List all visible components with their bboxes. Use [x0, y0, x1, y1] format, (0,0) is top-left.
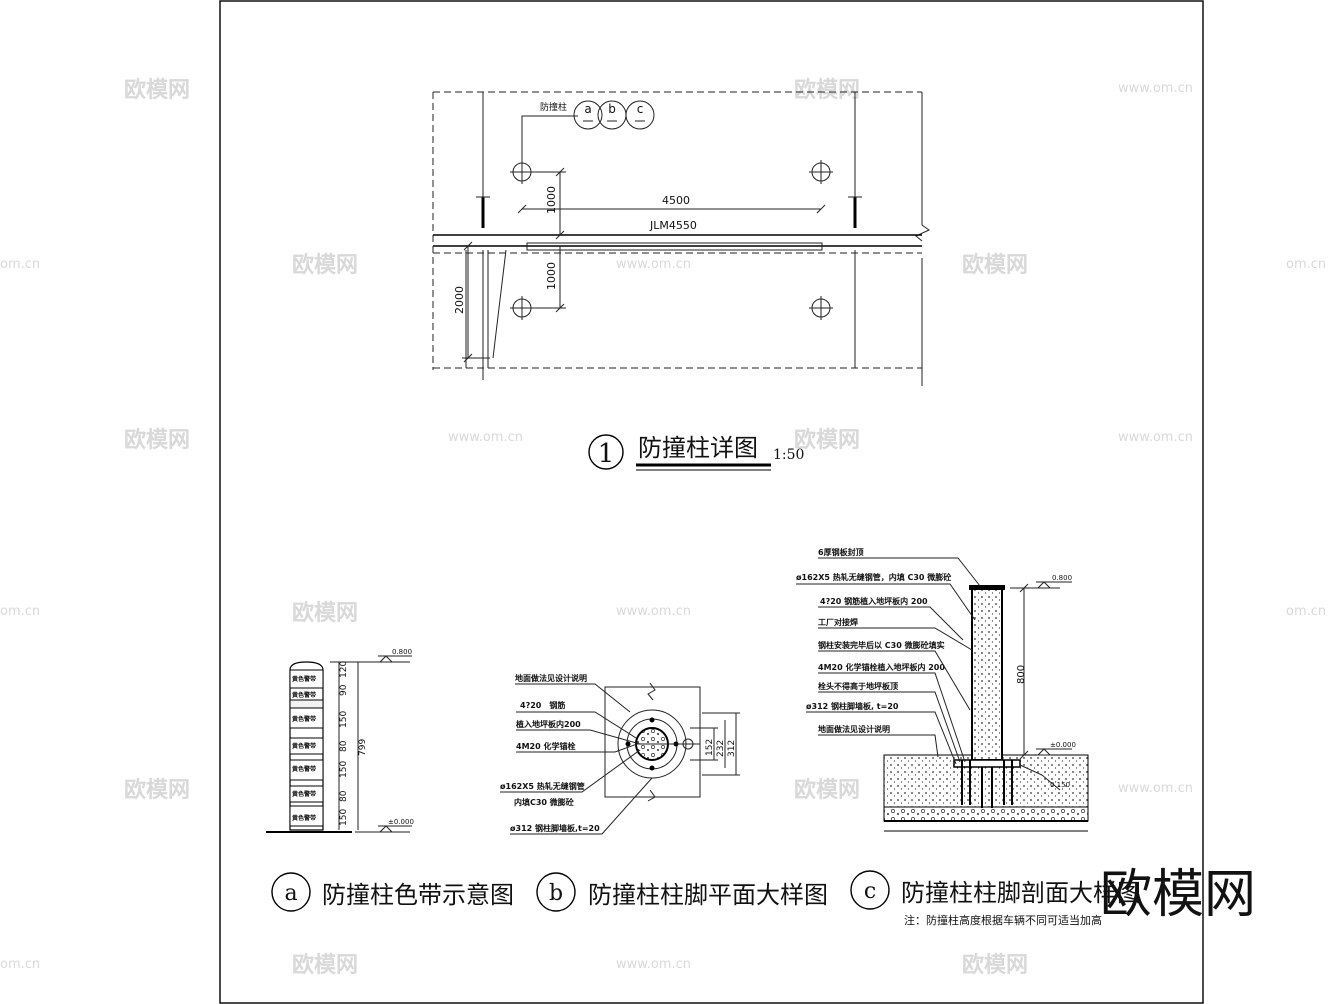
watermark-url: www.om.cn — [1118, 430, 1193, 445]
detail-c-note: ø162X5 热轧无缝钢管，内填 C30 微膨砼 — [796, 572, 952, 582]
detail-c-ground-note: 0.150 — [1050, 781, 1070, 789]
plan-post-label: 防撞柱 — [540, 101, 567, 113]
watermark-url: www.om.cn — [616, 604, 691, 619]
caption-a: a 防撞柱色带示意图 — [271, 872, 514, 912]
watermark-brand: 欧模网 — [962, 252, 1028, 278]
plan-beam-label: JLM4550 — [649, 219, 697, 232]
caption-c-text: 防撞柱柱脚剖面大样图 — [901, 879, 1141, 907]
detail-c-elevation-base: ±0.000 — [1050, 741, 1076, 749]
color-band-label: 黄色警带 — [292, 691, 316, 699]
detail-a-elevation: 黄色警带 黄色警带 黄色警带 黄色警带 黄色警带 黄色警带 黄色警带 120 9… — [266, 648, 414, 833]
detail-b-note: 地面做法见设计说明 — [515, 673, 587, 683]
detail-b-note: 内填C30 微膨砼 — [514, 797, 575, 807]
watermark-url: www.om.cn — [1118, 781, 1193, 796]
footnote: 注：防撞柱高度根据车辆不同可适当加高 — [904, 913, 1102, 927]
detail-a-dim: 80 — [339, 790, 349, 802]
color-band-label: 黄色警带 — [292, 715, 316, 723]
color-band-label: 黄色警带 — [292, 790, 316, 798]
watermark-url: www.om.cn — [448, 430, 523, 445]
detail-c-note: 工厂对接焊 — [818, 617, 858, 627]
detail-a-elevation-base: ±0.000 — [388, 818, 414, 826]
color-band-label: 黄色警带 — [292, 675, 316, 683]
plan-tag-a: a — [584, 102, 591, 116]
detail-c-note: ø312 钢柱脚墙板, t=20 — [806, 701, 899, 711]
detail-b-note: 4M20 化学锚栓 — [516, 741, 575, 751]
watermark-url: om.cn — [0, 604, 40, 619]
detail-c-section: 0.800 800 ±0.000 0.150 6厚钢板封顶 ø162X5 热轧无… — [796, 547, 1089, 832]
detail-b-note: 4?20 钢筋 — [520, 700, 565, 710]
watermark-url: om.cn — [0, 957, 40, 972]
detail-a-dim: 150 — [339, 809, 349, 826]
plan-tag-c: c — [637, 102, 644, 116]
detail-b-dim: 232 — [716, 740, 726, 757]
detail-c-note: 4?20 钢筋植入地坪板内 200 — [820, 596, 928, 606]
color-band-label: 黄色警带 — [292, 765, 316, 773]
main-title-scale: 1:50 — [773, 447, 804, 463]
sheet-border — [219, 0, 1204, 1004]
detail-c-note: 4M20 化学锚栓植入地坪板内 200 — [818, 662, 945, 672]
detail-b-dim: 312 — [727, 740, 737, 757]
watermark-brand: 欧模网 — [794, 427, 860, 453]
captions: a 防撞柱色带示意图 b 防撞柱柱脚平面大样图 c 防撞柱柱脚剖面大样图 注：防… — [271, 870, 1141, 927]
detail-a-dim: 150 — [339, 711, 349, 728]
caption-a-text: 防撞柱色带示意图 — [322, 881, 514, 909]
detail-c-note: 钢柱安装完毕后以 C30 微膨砼填实 — [818, 640, 945, 650]
plan-tag-b: b — [608, 102, 616, 116]
watermark-brand: 欧模网 — [794, 777, 860, 803]
post-plan-marks — [510, 160, 833, 320]
detail-c-note: 栓头不得高于地坪板顶 — [818, 681, 898, 691]
watermark-url: om.cn — [1286, 257, 1326, 272]
plan-dim-span: 4500 — [662, 194, 690, 207]
caption-c: c 防撞柱柱脚剖面大样图 — [850, 870, 1141, 910]
watermark-layer: 欧模网 欧模网 欧模网 欧模网 欧模网 欧模网 欧模网 欧模网 欧模网 欧模网 … — [124, 77, 1028, 978]
watermark-brand: 欧模网 — [124, 427, 190, 453]
caption-b: b 防撞柱柱脚平面大样图 — [536, 872, 828, 912]
plan-dim-side: 2000 — [453, 286, 466, 314]
detail-b-note: ø312 钢柱脚墙板,t=20 — [510, 823, 600, 833]
watermark-url: www.om.cn — [1118, 81, 1193, 96]
detail-c-elevation-top: 0.800 — [1052, 574, 1072, 582]
detail-c-dim-height: 800 — [1016, 665, 1027, 684]
caption-b-tag: b — [549, 881, 563, 906]
detail-b-note: ø162X5 热轧无缝钢管 — [500, 781, 585, 791]
detail-a-total: 799 — [358, 739, 368, 756]
watermark-brand: 欧模网 — [962, 952, 1028, 978]
detail-a-elevation-top: 0.800 — [392, 648, 412, 656]
detail-b-plan: 152 232 312 地面做法见设计说明 4?20 钢筋 植入地坪板内200 … — [500, 673, 740, 835]
main-title-text: 防撞柱详图 — [638, 434, 758, 462]
color-band-label: 黄色警带 — [292, 742, 316, 750]
detail-a-dim: 80 — [339, 740, 349, 752]
watermark-brand: 欧模网 — [124, 77, 190, 103]
watermark-brand: 欧模网 — [292, 600, 358, 626]
main-title-number: 1 — [598, 439, 615, 469]
watermark-brand: 欧模网 — [292, 952, 358, 978]
detail-a-dim: 120 — [339, 661, 349, 678]
plan-view: 防撞柱 a b c 4500 JLM4550 1000 1000 — [432, 91, 930, 386]
caption-b-text: 防撞柱柱脚平面大样图 — [588, 881, 828, 909]
plan-dim-upper: 1000 — [545, 186, 558, 214]
detail-b-dim: 152 — [705, 739, 715, 756]
watermark-url-layer: www.om.cn www.om.cn om.cn om.cn www.om.c… — [0, 81, 1326, 972]
watermark-url: om.cn — [1286, 604, 1326, 619]
plan-tag-circles: a b c — [573, 100, 655, 130]
corner-logo: 欧模网 — [1100, 865, 1256, 925]
watermark-brand: 欧模网 — [292, 252, 358, 278]
caption-a-tag: a — [284, 881, 297, 906]
detail-b-note: 植入地坪板内200 — [515, 719, 581, 729]
detail-c-note: 6厚钢板封顶 — [818, 547, 864, 557]
plan-dim-lower: 1000 — [545, 262, 558, 290]
watermark-url: www.om.cn — [616, 957, 691, 972]
caption-c-tag: c — [864, 879, 876, 904]
watermark-url: om.cn — [0, 257, 40, 272]
detail-a-dim: 90 — [339, 684, 349, 696]
detail-a-dim: 150 — [339, 761, 349, 778]
watermark-url: www.om.cn — [616, 257, 691, 272]
watermark-brand: 欧模网 — [794, 77, 860, 103]
watermark-brand: 欧模网 — [124, 777, 190, 803]
detail-c-note: 地面做法见设计说明 — [818, 724, 890, 734]
color-band-label: 黄色警带 — [292, 814, 316, 822]
main-title: 1 防撞柱详图 1:50 — [588, 434, 804, 471]
